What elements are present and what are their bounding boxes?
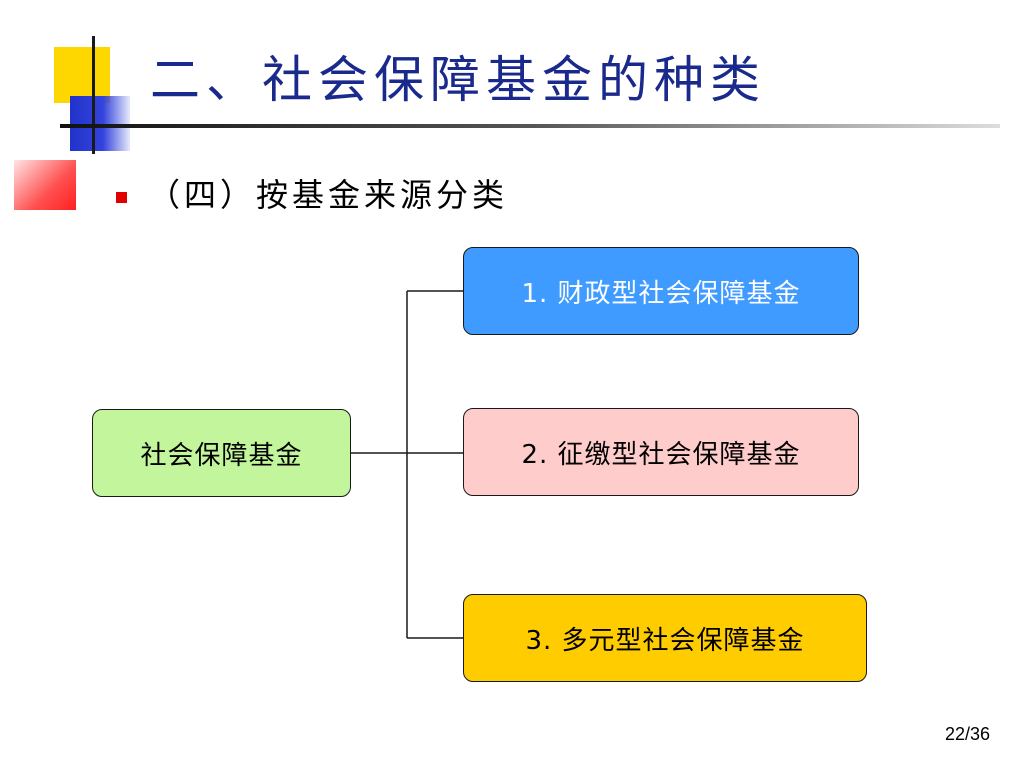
child-node-levied: 2. 征缴型社会保障基金 <box>463 408 859 496</box>
slide-title: 二、社会保障基金的种类 <box>150 51 766 109</box>
bullet-text: （四）按基金来源分类 <box>148 176 509 214</box>
root-node-box: 社会保障基金 <box>92 409 351 497</box>
child-node-label: 1. 财政型社会保障基金 <box>521 278 801 309</box>
decor-vertical-line <box>92 36 95 154</box>
square-bullet-icon <box>116 192 127 203</box>
page-number: 22/36 <box>944 724 990 744</box>
yellow-decor-square <box>54 47 110 103</box>
child-node-label: 2. 征缴型社会保障基金 <box>521 439 801 470</box>
child-node-diversified: 3. 多元型社会保障基金 <box>463 594 867 682</box>
root-node-label: 社会保障基金 <box>140 440 303 471</box>
red-decor-square <box>14 160 76 210</box>
child-node-label: 3. 多元型社会保障基金 <box>525 625 805 656</box>
blue-decor-square <box>70 96 130 151</box>
title-underline <box>60 124 1000 128</box>
child-node-fiscal: 1. 财政型社会保障基金 <box>463 247 859 335</box>
